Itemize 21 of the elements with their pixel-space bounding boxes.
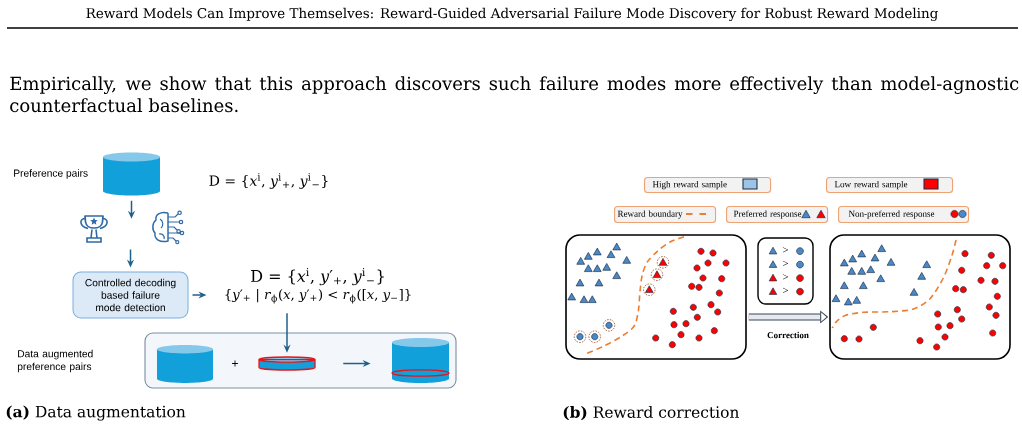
formula: D = {x$^{i}$, y$^{i}$$_{+}$, y$^{i}$$_{−}$} <box>209 173 328 189</box>
legend-item: Reward boundary <box>614 206 717 224</box>
scatter-panel <box>829 234 1011 360</box>
legend-item: Non-preferred response <box>838 206 970 224</box>
database-cylinder <box>391 338 450 383</box>
legend-item: Preferred response <box>726 206 829 224</box>
legend-item: Low reward sample <box>826 177 954 194</box>
process-box: Controlled decoding based failure mode detection <box>72 271 189 319</box>
comparison-box: > > > > <box>757 237 814 305</box>
database-cylinder <box>258 356 316 371</box>
edge-label: Correction <box>765 330 811 340</box>
running-header: Reward Models Can Improve Themselves: Reward-Guided Adversarial Failure Mode Discovery for Robust Reward Modeling <box>86 7 938 21</box>
arrow <box>748 310 828 324</box>
side-label: Preference pairs <box>14 169 88 179</box>
side-label: Data augmented preference pairs <box>17 349 93 373</box>
legend-item: High reward sample <box>644 177 772 194</box>
database-cylinder <box>157 345 213 383</box>
database-cylinder <box>103 152 160 196</box>
formula: D = {x$^{i}$, y′$_{+}$, y$^{i}$$_{−}$} {y′$_{+}$ | r$_{ϕ}$(x, y′$_{+}$) < r$_{ϕ}$([x, y$_{−}$]} <box>225 268 411 304</box>
scatter-panel <box>565 234 747 360</box>
plus-sign: + <box>232 360 238 367</box>
